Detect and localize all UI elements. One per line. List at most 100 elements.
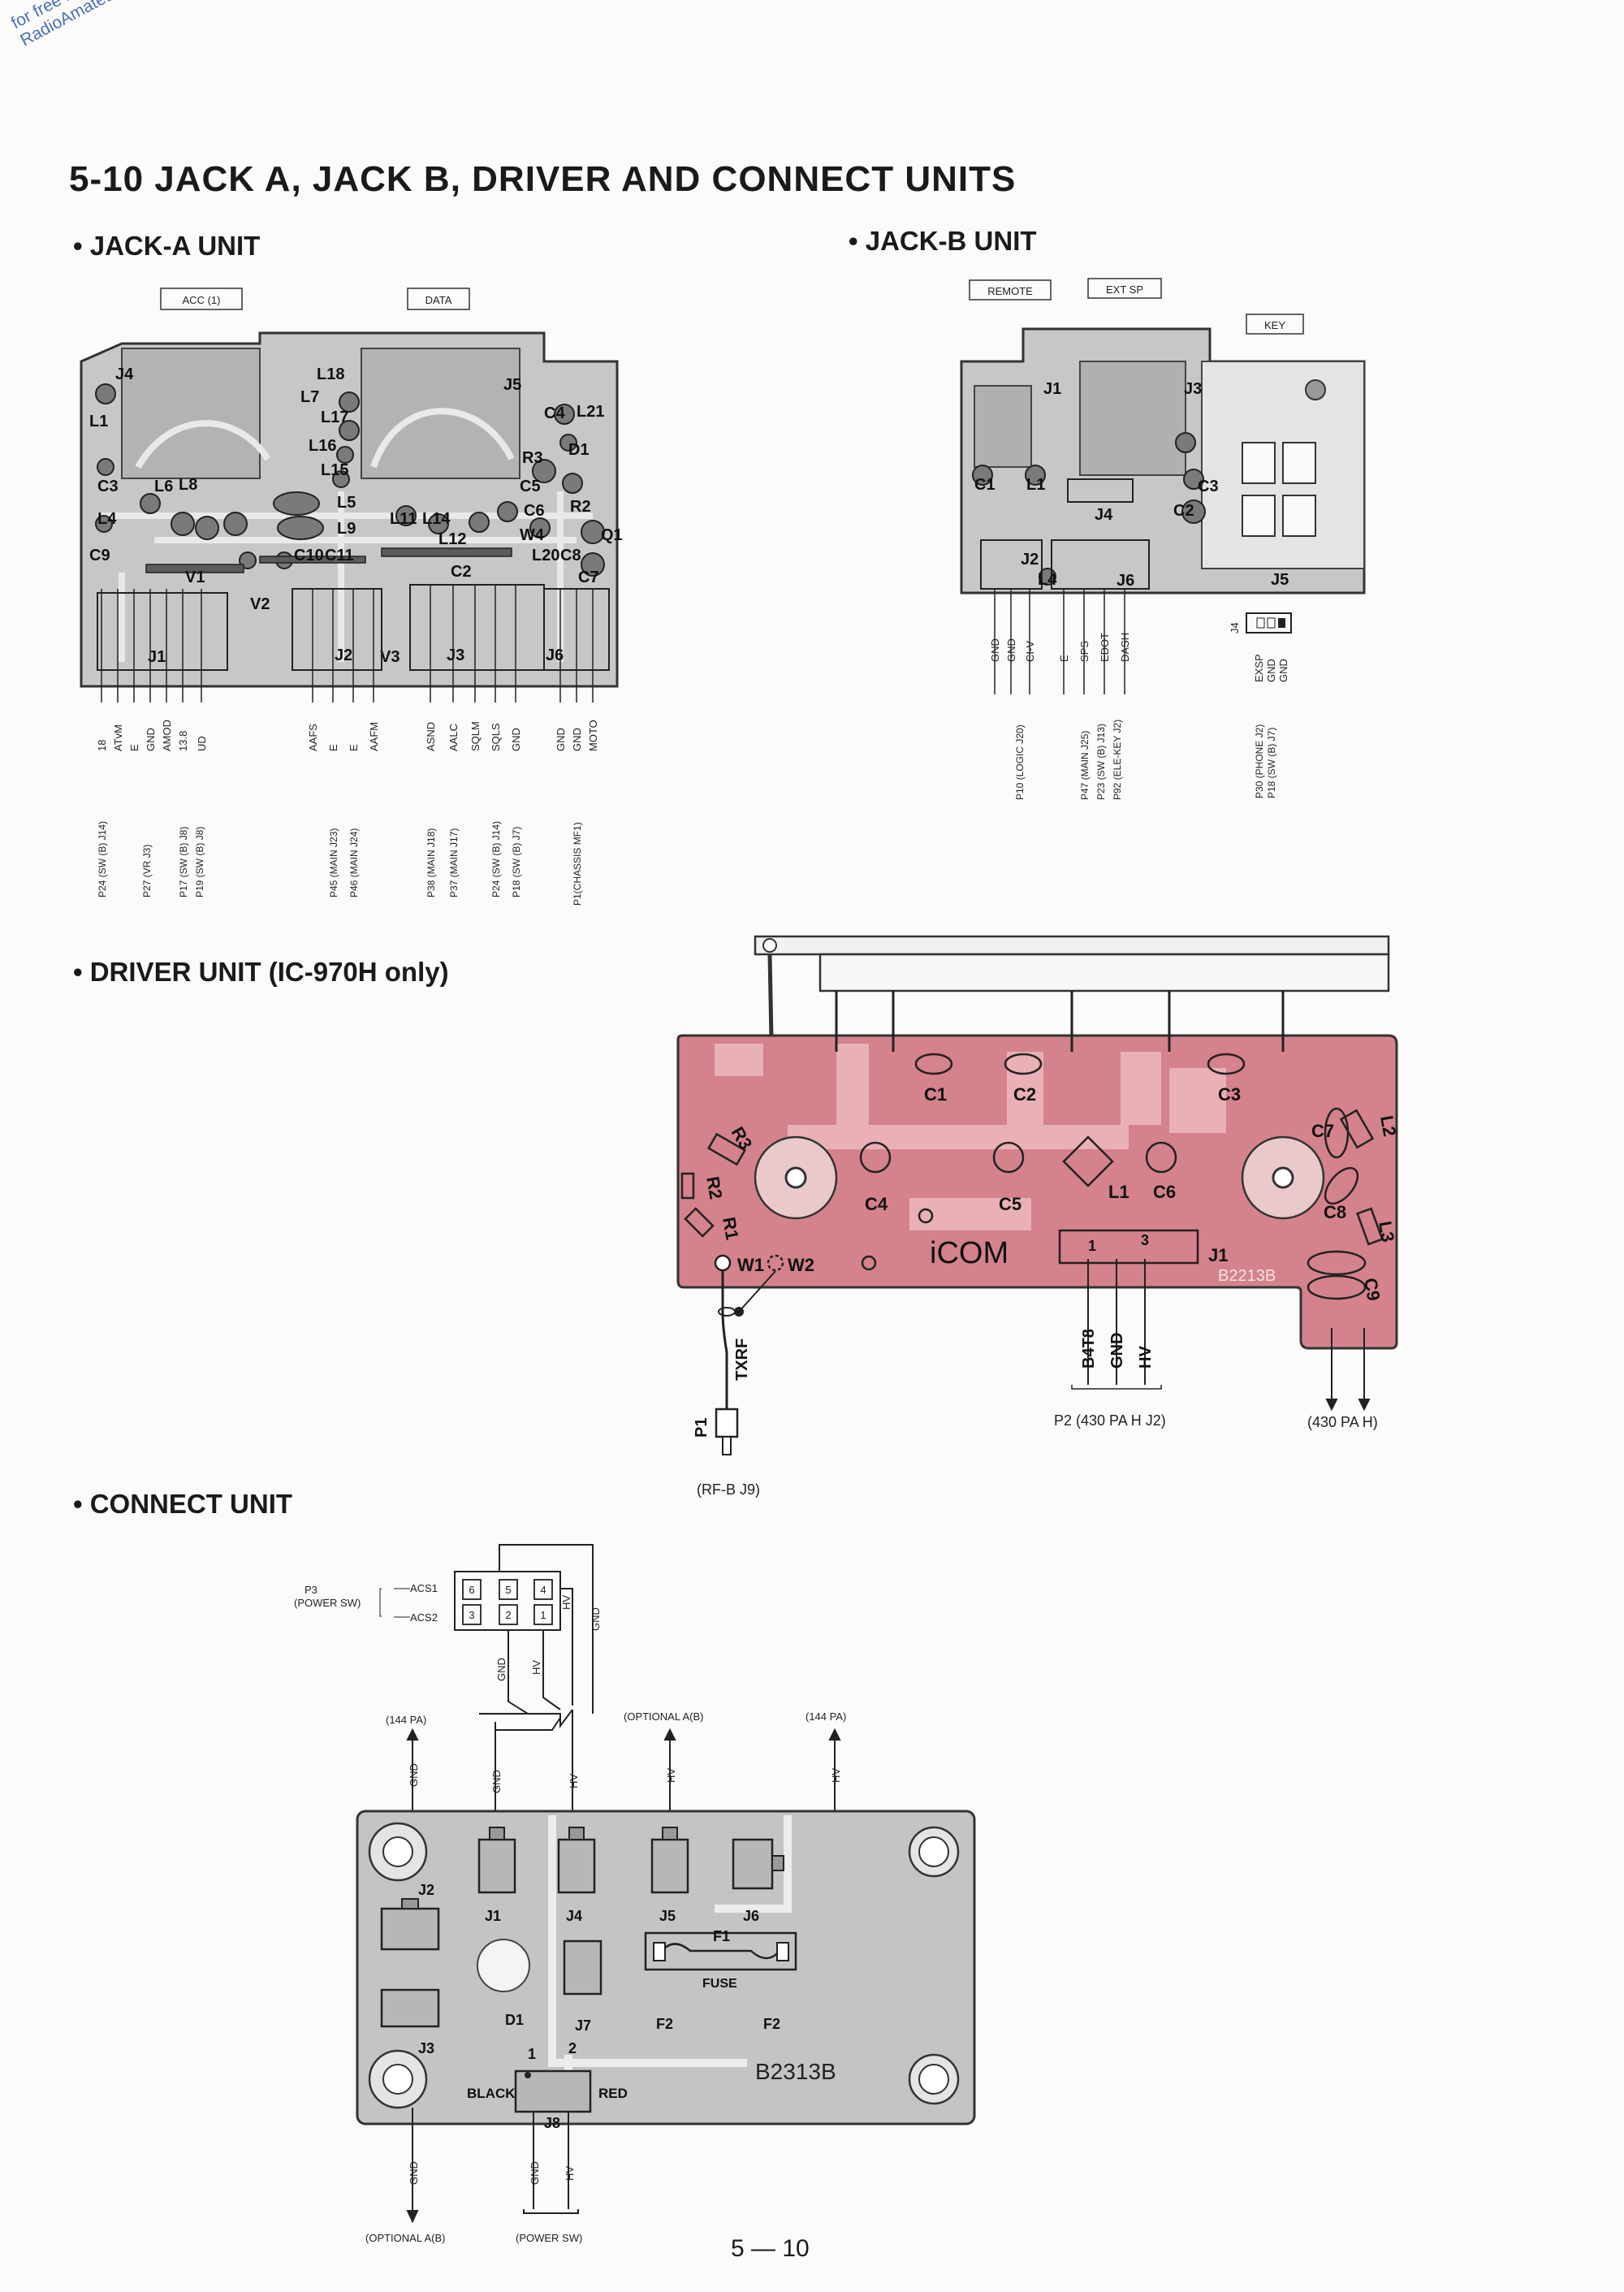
part-c3: C3 — [97, 478, 119, 495]
connect-p3-hv: HV — [560, 1595, 572, 1610]
part-b-j1: J1 — [1043, 380, 1061, 398]
part-v1: V1 — [185, 569, 205, 586]
p3-pin-1: 1 — [540, 1609, 546, 1621]
part-l12: L12 — [438, 530, 466, 548]
part-v3: V3 — [380, 648, 400, 666]
connect-j2: J2 — [418, 1882, 434, 1898]
section-title-jack-b: • JACK-B UNIT — [849, 226, 1037, 256]
driver-430pa-label: (430 PA H) — [1307, 1414, 1378, 1430]
p3-pin-6: 6 — [469, 1584, 474, 1596]
remote-label: REMOTE — [987, 285, 1033, 297]
pin-b-sps: SPS — [1078, 641, 1091, 662]
key-label-box — [1246, 314, 1304, 335]
part-c11: C11 — [325, 547, 354, 564]
p3-pin-2: 2 — [505, 1609, 511, 1621]
section-title-driver: • DRIVER UNIT (IC-970H only) — [73, 957, 449, 987]
part-j1: J1 — [148, 648, 166, 666]
part-c2: C2 — [451, 563, 472, 581]
driver-c9: C9 — [1360, 1277, 1384, 1303]
connect-j3: J3 — [418, 2040, 434, 2056]
section-title-jack-a: • JACK-A UNIT — [73, 231, 261, 261]
part-c8: C8 — [560, 547, 581, 564]
pin-b-civ: CI-V — [1024, 641, 1036, 662]
section-title-connect: • CONNECT UNIT — [73, 1489, 293, 1519]
part-b-c3: C3 — [1198, 478, 1219, 495]
pin-moto: MOTO — [587, 720, 599, 751]
driver-w2-ground-wire — [738, 1270, 776, 1312]
watermark: for free by RadioAmateur.eu — [8, 0, 143, 50]
part-c4: C4 — [544, 404, 565, 422]
driver-c7: C7 — [1311, 1121, 1334, 1141]
pin-atvm: ATvM — [112, 724, 124, 751]
part-j6: J6 — [546, 647, 564, 664]
connect-f2-right: F2 — [763, 2016, 780, 2032]
pin-amod: AMOD — [161, 720, 173, 751]
pin-asnd: ASND — [425, 722, 437, 751]
connect-fuse-holder — [644, 1931, 797, 1971]
driver-j1: J1 — [1208, 1245, 1228, 1265]
driver-pin-b4t8: B4T8 — [1080, 1329, 1098, 1369]
pin-b-exsp: EXSP — [1253, 654, 1265, 682]
j4-pin-2 — [1267, 617, 1276, 629]
connect-power-sw-label: (POWER SW) — [294, 1597, 361, 1609]
part-w4: W4 — [520, 526, 545, 544]
part-b-l1: L1 — [1026, 476, 1045, 494]
connect-p3-hv-2: HV — [530, 1660, 542, 1675]
connect-mount-hole-centers — [382, 1836, 949, 2095]
jack-b-part-labels: J1 J3 C1 L1 J4 C3 C2 J2 L4 J6 J5 — [974, 380, 1289, 590]
driver-heatsink-fins — [818, 953, 1390, 992]
pin-e: E — [128, 744, 140, 751]
part-l20: L20 — [532, 547, 559, 564]
driver-components — [680, 1053, 1384, 1300]
part-b-c2: C2 — [1173, 502, 1194, 520]
driver-c4: C4 — [865, 1194, 888, 1214]
driver-l1: L1 — [1108, 1182, 1129, 1202]
connect-fuse-label: FUSE — [702, 1977, 737, 1991]
connect-j8-pin1-marker — [525, 2072, 531, 2078]
driver-p1-plug — [715, 1408, 739, 1438]
part-r3: R3 — [522, 449, 543, 467]
driver-c5: C5 — [999, 1194, 1021, 1214]
connect-p3-gnd: GND — [590, 1607, 602, 1631]
connect-p3-wiring — [479, 1544, 594, 1803]
driver-coax-shield — [718, 1307, 736, 1317]
connect-j8-pin1: 1 — [528, 2046, 536, 2062]
connect-jack-tabs — [401, 1827, 784, 1909]
dest-p19: P19 (SW (B) J8) — [194, 827, 205, 897]
jack-b-j4-header — [1067, 478, 1134, 503]
pin-b-j4-gnd-2: GND — [1277, 659, 1289, 682]
j4-pin-3 — [1278, 618, 1285, 628]
pin-gnd-4: GND — [571, 728, 583, 751]
driver-ground-tap — [734, 1307, 744, 1317]
part-l1: L1 — [89, 413, 108, 430]
driver-heatsink-screw — [762, 938, 777, 953]
part-q1: Q1 — [601, 526, 623, 544]
driver-txrf-wire — [721, 1270, 728, 1409]
driver-c8: C8 — [1324, 1202, 1346, 1222]
driver-output-leads — [1325, 1328, 1371, 1412]
part-j4: J4 — [115, 365, 134, 383]
part-l18: L18 — [317, 365, 344, 383]
driver-j1-pin3: 3 — [1141, 1232, 1149, 1248]
page-title: 5-10 JACK A, JACK B, DRIVER AND CONNECT … — [69, 159, 1017, 199]
driver-c2: C2 — [1013, 1084, 1036, 1105]
connect-acs1-label: ACS1 — [410, 1582, 438, 1594]
connect-unit-diagram: P3 (POWER SW) ACS1 ACS2 6 5 4 3 2 1 HV G… — [294, 1544, 976, 2244]
connect-f2-left: F2 — [656, 2016, 673, 2032]
connect-144pa-right: (144 PA) — [806, 1710, 846, 1723]
part-c9: C9 — [89, 547, 110, 564]
driver-part-labels: C1 C2 C3 R3 R2 R1 C4 C5 L1 C6 C7 L2 C8 L… — [702, 1084, 1400, 1303]
remote-jack-body — [974, 385, 1032, 468]
part-b-j2: J2 — [1021, 551, 1039, 569]
jack-a-part-labels: J4 J5 L1 L18 L7 L17 L16 L15 C3 C4 L21 D1… — [89, 365, 623, 666]
part-c5: C5 — [520, 478, 541, 495]
pin-e-3: E — [348, 744, 360, 751]
dest-p1-chassis: P1(CHASSIS MF1) — [572, 822, 583, 906]
part-j3: J3 — [447, 647, 464, 664]
connect-jacks — [380, 1838, 774, 2113]
pin-18: 18 — [96, 740, 108, 751]
dest-p17: P17 (SW (B) J8) — [178, 827, 189, 897]
jack-b-j4-label: J4 — [1229, 622, 1241, 634]
driver-p2-label: P2 (430 PA H J2) — [1054, 1412, 1166, 1429]
part-l21: L21 — [577, 403, 604, 421]
